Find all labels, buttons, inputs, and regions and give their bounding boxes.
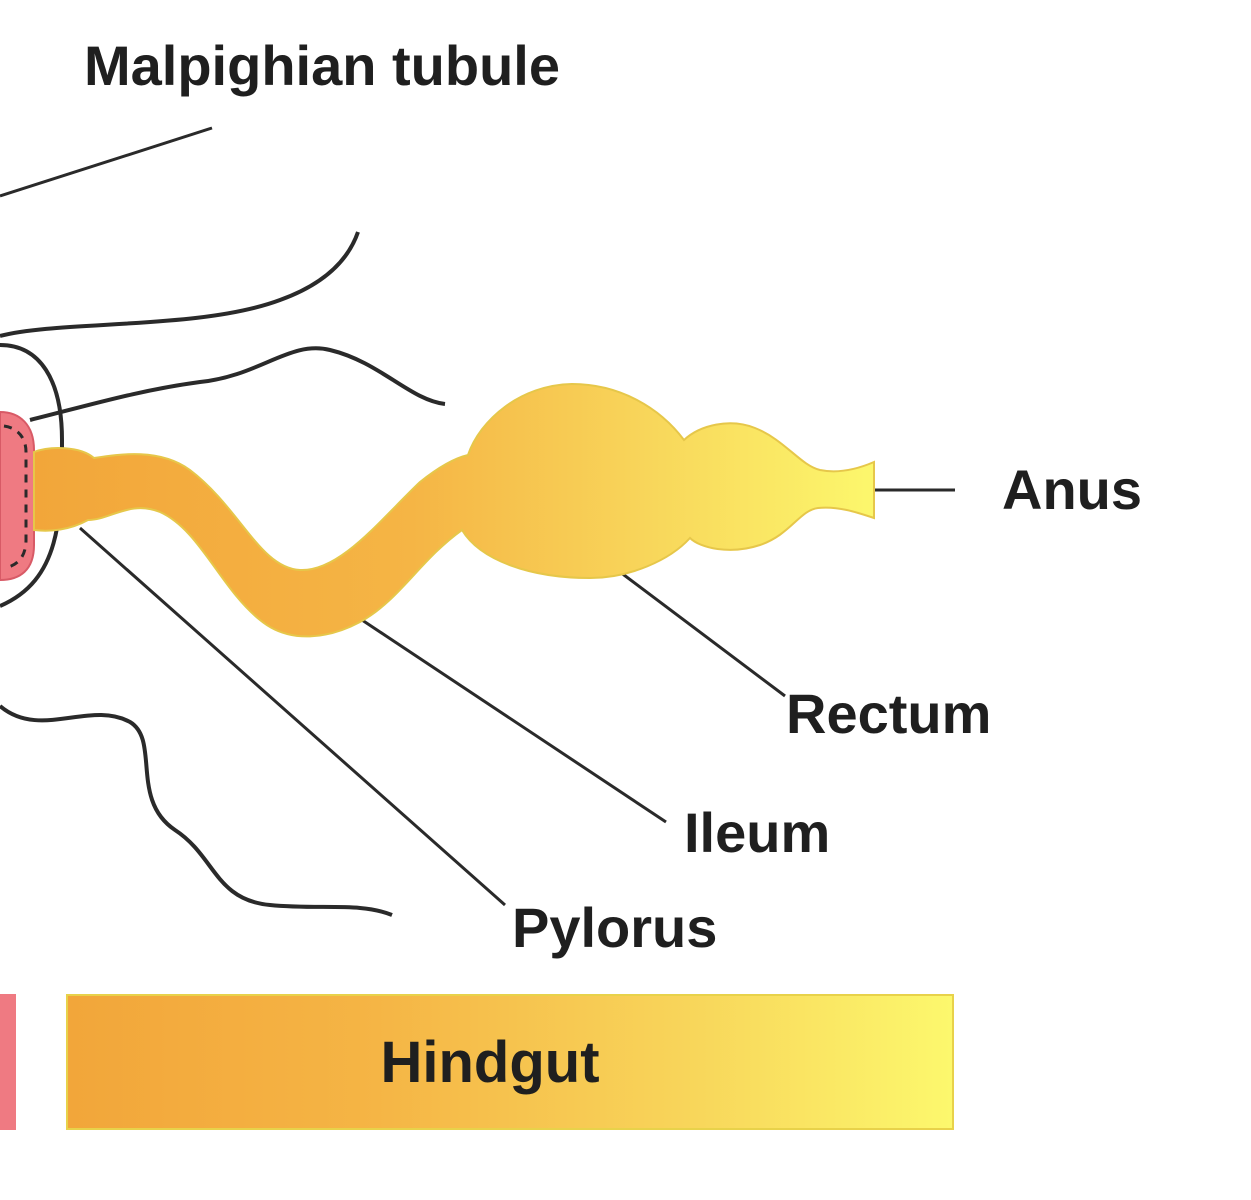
malpighian-tubule-label: Malpighian tubule — [84, 34, 560, 97]
rectum-label: Rectum — [786, 682, 992, 745]
ileum-pointer-line — [355, 614, 667, 824]
rectum-pointer-line — [619, 570, 786, 698]
hindgut-label: Hindgut — [380, 1029, 600, 1095]
malpighian-tubule-line-3 — [0, 704, 393, 917]
malpighian-pointer-line — [0, 126, 213, 198]
anus-label: Anus — [1002, 458, 1142, 521]
midgut-bar — [0, 994, 16, 1130]
malpighian-tubule-line-2 — [29, 346, 446, 422]
pylorus-label: Pylorus — [512, 896, 718, 959]
midgut-dashed-outline — [3, 424, 28, 570]
malpighian-tubule-line-1 — [0, 231, 360, 338]
midgut-end — [0, 410, 35, 582]
pylorus-pointer-line — [79, 526, 506, 907]
hindgut-region-bar: Hindgut — [66, 994, 954, 1130]
ileum-label: Ileum — [684, 801, 831, 864]
hindgut-tube — [33, 382, 875, 638]
